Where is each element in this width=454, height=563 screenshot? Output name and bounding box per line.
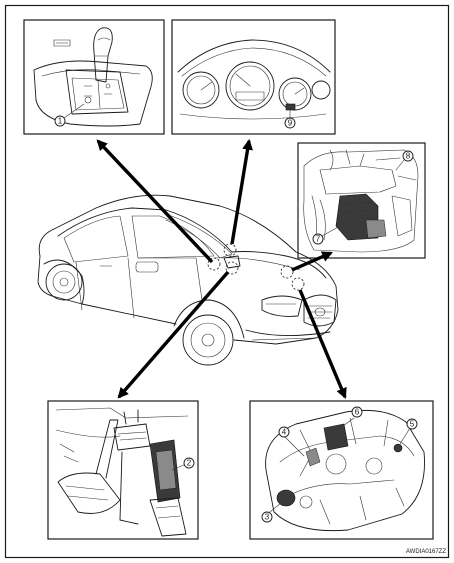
- figure-id: AWDIA0167ZZ: [406, 549, 446, 555]
- transaxle-icon: [265, 409, 425, 532]
- callout-2: 2: [183, 457, 195, 469]
- svg-text:3: 3: [265, 513, 270, 522]
- svg-text:2: 2: [187, 459, 192, 468]
- callout-1: 1: [54, 115, 66, 127]
- arrow-to-engine-bay: [291, 251, 333, 272]
- arrow-to-transaxle: [298, 289, 347, 400]
- svg-text:7: 7: [316, 235, 321, 244]
- shift-lever-icon: [33, 27, 153, 127]
- selector-panel: [23, 19, 165, 135]
- pointer-arrows: [96, 138, 347, 400]
- callout-4: 4: [278, 426, 290, 438]
- callout-9: 9: [284, 117, 296, 129]
- meter-panel: [171, 19, 336, 135]
- pedal-panel: [47, 400, 199, 540]
- callout-3: 3: [261, 511, 273, 523]
- arrow-to-pedal: [117, 270, 230, 399]
- svg-text:9: 9: [288, 119, 293, 128]
- callout-6: 6: [351, 406, 363, 418]
- location-marker-transaxle: [291, 277, 305, 291]
- svg-text:6: 6: [355, 408, 360, 417]
- callout-8: 8: [402, 150, 414, 162]
- svg-text:8: 8: [406, 152, 411, 161]
- svg-text:4: 4: [282, 428, 287, 437]
- location-marker-engine-bay: [280, 265, 294, 279]
- location-marker-pedal: [225, 261, 239, 275]
- callout-5: 5: [406, 418, 418, 430]
- accelerator-pedal-icon: [55, 407, 189, 537]
- svg-text:1: 1: [58, 117, 63, 126]
- callout-7: 7: [312, 233, 324, 245]
- arrow-to-selector: [96, 139, 214, 264]
- location-marker-selector: [207, 257, 221, 271]
- combination-meter-icon: [177, 39, 331, 120]
- outer-frame: [4, 4, 450, 559]
- transaxle-panel: [249, 400, 434, 540]
- svg-text:5: 5: [410, 420, 415, 429]
- location-marker-meter: [223, 243, 237, 257]
- engine-bay-icon: [303, 149, 419, 253]
- vehicle-illustration: [37, 194, 339, 366]
- arrow-to-meter: [230, 138, 253, 245]
